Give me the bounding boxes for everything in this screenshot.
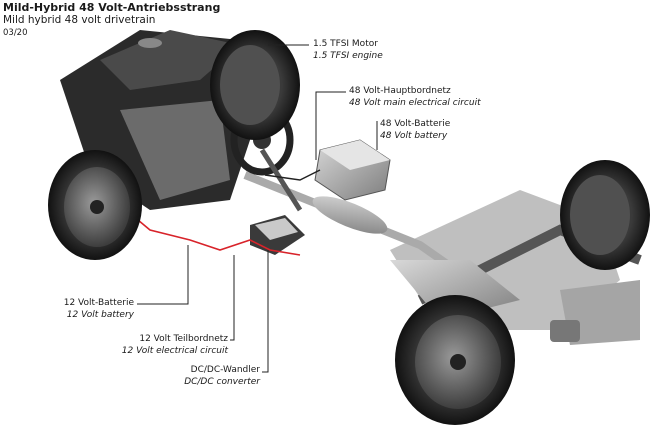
- wheel-front-left: [48, 150, 142, 260]
- callout-engine: 1.5 TFSI Motor 1.5 TFSI engine: [313, 38, 383, 62]
- wheel-rear-left: [395, 295, 515, 425]
- callout-de: 48 Volt-Batterie: [380, 119, 451, 129]
- wire-12v: [119, 204, 301, 256]
- date-label: 03/20: [3, 28, 28, 38]
- page-subtitle: Mild hybrid 48 volt drivetrain: [3, 14, 156, 26]
- callout-en: DC/DC converter: [184, 377, 260, 387]
- exhaust-system: [243, 171, 640, 345]
- callout-de: 12 Volt-Batterie: [63, 298, 134, 308]
- wheel-front-right: [210, 30, 300, 140]
- callout-en: 12 Volt electrical circuit: [121, 346, 228, 356]
- callout-48v-battery: 48 Volt-Batterie 48 Volt battery: [380, 118, 450, 142]
- page-title: Mild-Hybrid 48 Volt-Antriebsstrang: [3, 1, 221, 14]
- callout-de: 12 Volt Teilbordnetz: [139, 334, 228, 344]
- 48v-battery: [314, 139, 391, 201]
- wire-48v: [264, 169, 321, 181]
- callout-en: 48 Volt battery: [380, 131, 448, 141]
- leader-lines: [137, 44, 378, 373]
- callout-de: DC/DC-Wandler: [190, 365, 260, 375]
- callout-48v-circuit: 48 Volt-Hauptbordnetz 48 Volt main elect…: [349, 85, 481, 109]
- callout-12v-circuit: 12 Volt Teilbordnetz 12 Volt electrical …: [122, 333, 228, 357]
- dcdc-converter: [250, 215, 305, 255]
- callout-en: 12 Volt battery: [66, 310, 134, 320]
- callout-de: 1.5 TFSI Motor: [313, 39, 378, 49]
- engine: [60, 30, 260, 210]
- callout-en: 1.5 TFSI engine: [313, 51, 383, 61]
- callout-12v-battery: 12 Volt-Batterie 12 Volt battery: [64, 297, 134, 321]
- callout-en: 48 Volt main electrical circuit: [349, 98, 481, 108]
- callout-dcdc-converter: DC/DC-Wandler DC/DC converter: [184, 364, 260, 388]
- wheel-rear-right: [560, 160, 650, 270]
- callout-de: 48 Volt-Hauptbordnetz: [349, 86, 451, 96]
